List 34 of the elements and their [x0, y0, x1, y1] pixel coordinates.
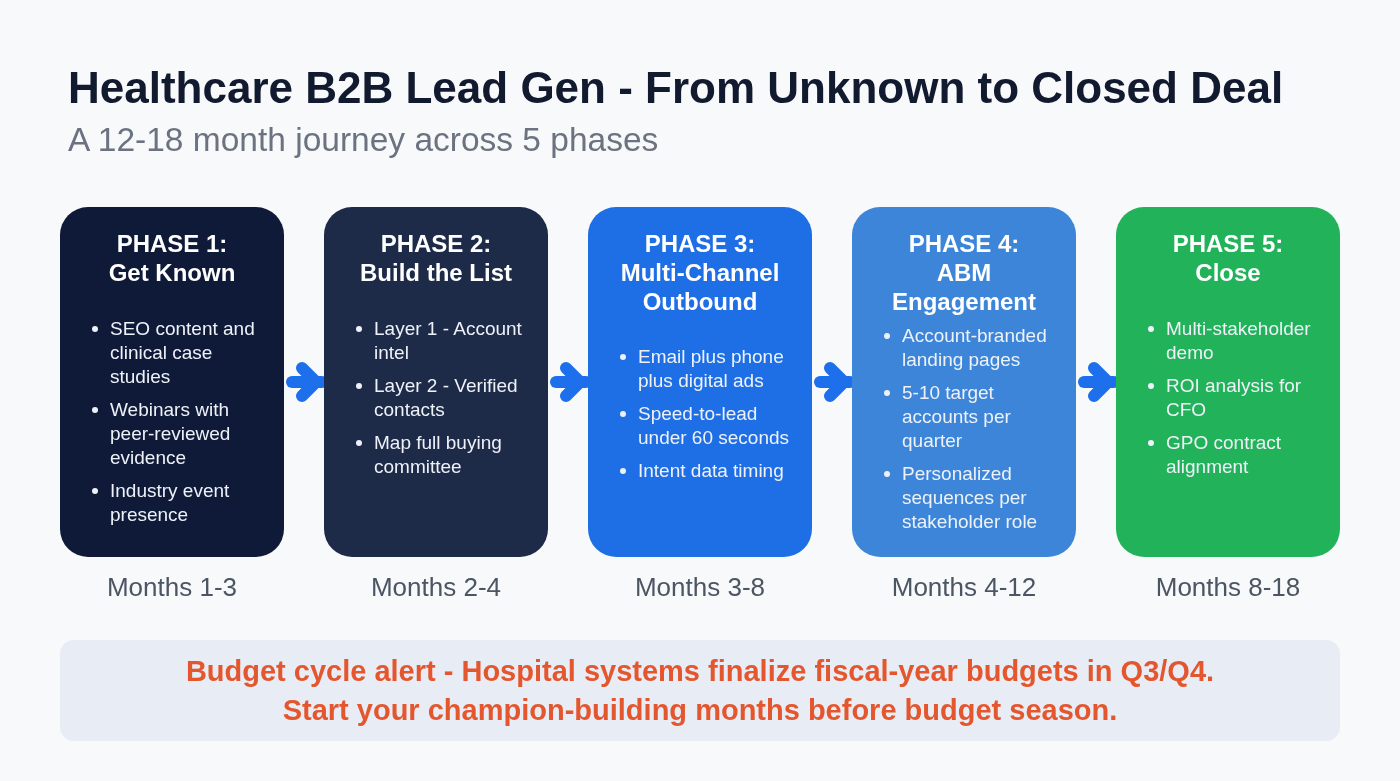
bullet-item: SEO content and clinical case studies: [88, 317, 264, 389]
bullet-item: Multi-stakeholder demo: [1144, 317, 1320, 365]
alert-text: Budget cycle alert - Hospital systems finalize fiscal-year budgets in Q3/Q4.: [185, 653, 1215, 689]
phase-card: [324, 207, 548, 557]
phase-card: [60, 207, 284, 557]
duration-label: Months 1-3: [105, 571, 239, 603]
bullet-item: Layer 2 - Verified contacts: [352, 374, 528, 422]
phase-card: [1116, 207, 1340, 557]
phase-heading: PHASE 2: Build the List: [359, 229, 513, 287]
bullet-item: Industry event presence: [88, 479, 264, 527]
bullet-item: 5-10 target accounts per quarter: [880, 381, 1056, 453]
duration-label: Months 3-8: [633, 571, 767, 603]
duration-label: Months 8-18: [1154, 571, 1302, 603]
bullet-item: GPO contract alignment: [1144, 431, 1320, 479]
bullet-item: ROI analysis for CFO: [1144, 374, 1320, 422]
bullet-item: Webinars with peer-reviewed evidence: [88, 398, 264, 470]
phase-heading: PHASE 3: Multi-Channel Outbound: [619, 229, 781, 316]
phase-card: [588, 207, 812, 557]
duration-label: Months 4-12: [890, 571, 1038, 603]
bullet-item: Map full buying committee: [352, 431, 528, 479]
bullet-item: Speed-to-lead under 60 seconds: [616, 402, 792, 450]
bullet-item: Email plus phone plus digital ads: [616, 345, 792, 393]
phase-card: [852, 207, 1076, 557]
bullet-item: Intent data timing: [616, 459, 792, 483]
phase-heading: PHASE 5: Close: [1171, 229, 1285, 287]
bullet-item: Account-branded landing pages: [880, 324, 1056, 372]
alert-text: Start your champion-building months before budget season.: [282, 692, 1118, 728]
subtitle: A 12-18 month journey across 5 phases: [68, 120, 659, 160]
diagram-title: Healthcare B2B Lead Gen - From Unknown to Closed Deal: [68, 62, 1284, 114]
bullet-item: Layer 1 - Account intel: [352, 317, 528, 365]
bullet-item: Personalized sequences per stakeholder role: [880, 462, 1056, 534]
phase-heading: PHASE 1: Get Known: [107, 229, 237, 287]
phase-heading: PHASE 4: ABM Engagement: [891, 229, 1037, 316]
duration-label: Months 2-4: [369, 571, 503, 603]
